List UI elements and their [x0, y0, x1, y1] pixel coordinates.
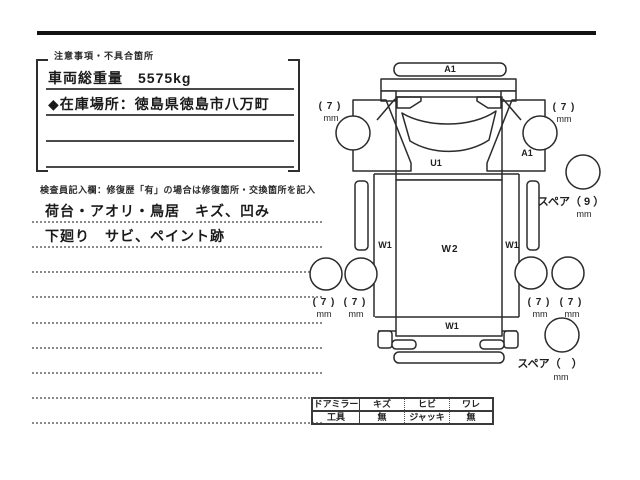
cab-shape	[395, 96, 503, 181]
right-rail-label: W1	[505, 240, 519, 250]
left-fender-flare	[376, 98, 396, 121]
cargo-bed-label: W2	[442, 244, 459, 255]
equip-cell-kizu: キズ	[359, 397, 405, 412]
rear-panel-label: W1	[445, 321, 459, 331]
tread-depth-rear-right-inner-unit: mm	[533, 309, 548, 319]
remark-line: 下廻り サビ、ペイント跡	[32, 220, 322, 248]
remark-line	[32, 296, 322, 324]
windshield-shape	[401, 110, 497, 153]
notes-box-header: 注意事項・不具合箇所	[54, 51, 155, 61]
spare-top-label: スペア（ 9 ）	[538, 195, 604, 208]
equip-cell-ware: ワレ	[449, 397, 494, 412]
left-side-rail	[354, 180, 369, 251]
stock-location-row: ◆在庫場所：徳島県徳島市八万町	[46, 89, 294, 116]
tread-depth-rear-right-outer: ( 7 )	[560, 297, 583, 308]
rear-flap-right	[479, 339, 505, 350]
front-corner-right	[500, 90, 517, 102]
tread-depth-rear-right-outer-unit: mm	[565, 309, 580, 319]
top-rule-bar	[37, 31, 596, 35]
equip-cell-tools: 工具	[311, 410, 360, 425]
rear-right-outer-wheel-icon	[551, 256, 585, 290]
front-bumper-shape	[393, 62, 507, 77]
rear-right-inner-wheel-icon	[514, 256, 548, 290]
equip-cell-tools-value: 無	[359, 410, 405, 425]
table-row: 工具 無 ジャッキ 無	[311, 410, 494, 425]
spare-tire-bottom-icon	[544, 317, 580, 353]
remark-line	[32, 346, 322, 374]
rear-flap-left	[391, 339, 417, 350]
tread-depth-front-right: ( 7 )	[553, 102, 576, 113]
front-right-wheel-icon	[522, 115, 558, 151]
right-fender-flare	[502, 98, 522, 121]
remark-line	[32, 396, 322, 424]
cowl-corner-right	[476, 96, 502, 109]
remark-line	[32, 371, 322, 399]
rear-left-inner-wheel-icon	[344, 257, 378, 291]
equip-cell-hibi: ヒビ	[404, 397, 450, 412]
tread-depth-rear-left-inner: ( 7 )	[344, 297, 367, 308]
rear-bracket-left	[377, 330, 393, 349]
tread-depth-rear-left-outer: ( 7 )	[313, 297, 336, 308]
front-corner-left	[380, 90, 397, 102]
notes-empty-row	[46, 115, 294, 142]
right-side-rail	[526, 180, 540, 251]
equip-cell-jack-value: 無	[449, 410, 494, 425]
spare-bottom-label: スペア（ ）	[517, 357, 582, 370]
equip-cell-jack: ジャッキ	[404, 410, 450, 425]
tread-depth-front-right-unit: mm	[557, 114, 572, 124]
rear-left-outer-wheel-icon	[309, 257, 343, 291]
tread-depth-rear-right-inner: ( 7 )	[528, 297, 551, 308]
spare-top-unit: mm	[577, 209, 592, 219]
gross-weight-row: 車両総重量 5575kg	[46, 64, 294, 90]
right-fender-shape	[486, 99, 546, 172]
right-fender-label: A1	[521, 148, 533, 158]
front-panel-shape	[380, 78, 517, 92]
inspector-header: 検査員記入欄：修復歴「有」の場合は修復箇所・交換箇所を記入	[40, 185, 316, 195]
equipment-table: ドアミラー キズ ヒビ ワレ 工具 無 ジャッキ 無	[311, 397, 494, 425]
left-fender-shape	[352, 99, 412, 172]
remark-line	[32, 245, 322, 273]
notes-box-bracket-left	[36, 59, 48, 172]
tread-depth-front-left: ( 7 )	[319, 101, 342, 112]
spare-bottom-unit: mm	[554, 372, 569, 382]
front-left-wheel-icon	[335, 115, 371, 151]
windshield-label: U1	[430, 158, 442, 168]
notes-box-bracket-right	[288, 59, 300, 172]
remark-line	[32, 321, 322, 349]
truck-top-view-diagram: A1 U1 A1 W1 W2 W1 W1 ( 7 ) mm ( 7 ) mm (…	[309, 62, 604, 382]
remark-line: 荷台・アオリ・鳥居 キズ、凹み	[32, 195, 322, 223]
tread-depth-rear-left-outer-unit: mm	[317, 309, 332, 319]
notes-empty-row	[46, 141, 294, 168]
rear-bumper-shape	[393, 351, 505, 364]
cowl-corner-left	[396, 96, 422, 109]
left-rail-label: W1	[378, 240, 392, 250]
tread-depth-front-left-unit: mm	[324, 113, 339, 123]
remark-line	[32, 270, 322, 298]
spare-tire-top-icon	[565, 154, 601, 190]
rear-bracket-right	[503, 330, 519, 349]
front-bumper-label: A1	[444, 64, 456, 74]
table-row: ドアミラー キズ ヒビ ワレ	[311, 397, 494, 412]
equip-cell-door-mirror: ドアミラー	[311, 397, 360, 412]
tread-depth-rear-left-inner-unit: mm	[349, 309, 364, 319]
cargo-bed-shape	[395, 179, 503, 337]
